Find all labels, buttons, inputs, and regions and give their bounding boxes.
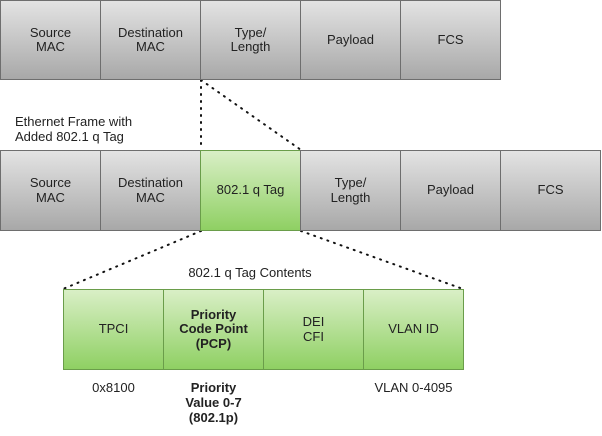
frame1-field-destination-mac: Destination MAC <box>100 0 201 80</box>
tag-field-vlan-id: VLAN ID <box>363 289 464 370</box>
tag-value-pcp: Priority Value 0-7 (802.1p) <box>185 380 242 425</box>
tag-field-dei-cfi: DEI CFI <box>263 289 364 370</box>
tag-field-pcp: Priority Code Point (PCP) <box>163 289 264 370</box>
frame2-field-source-mac: Source MAC <box>0 150 101 231</box>
tag-contents-title: 802.1 q Tag Contents <box>188 265 312 280</box>
tag-value-tpci: 0x8100 <box>92 380 135 395</box>
frame2-field-destination-mac: Destination MAC <box>100 150 201 231</box>
frame2-field-type-length: Type/ Length <box>300 150 401 231</box>
frame2-caption: Ethernet Frame with Added 802.1 q Tag <box>15 114 133 144</box>
frame1-field-source-mac: Source MAC <box>0 0 101 80</box>
connector-line <box>300 230 464 290</box>
tag-field-tpci: TPCI <box>63 289 164 370</box>
frame1-field-fcs: FCS <box>400 0 501 80</box>
frame2-field-802-1q-tag: 802.1 q Tag <box>200 150 301 231</box>
frame2-field-payload: Payload <box>400 150 501 231</box>
tag-value-vlan-id: VLAN 0-4095 <box>374 380 453 395</box>
connector-line <box>200 79 302 151</box>
frame2-field-fcs: FCS <box>500 150 601 231</box>
frame1-field-payload: Payload <box>300 0 401 80</box>
frame1-field-type-length: Type/ Length <box>200 0 301 80</box>
